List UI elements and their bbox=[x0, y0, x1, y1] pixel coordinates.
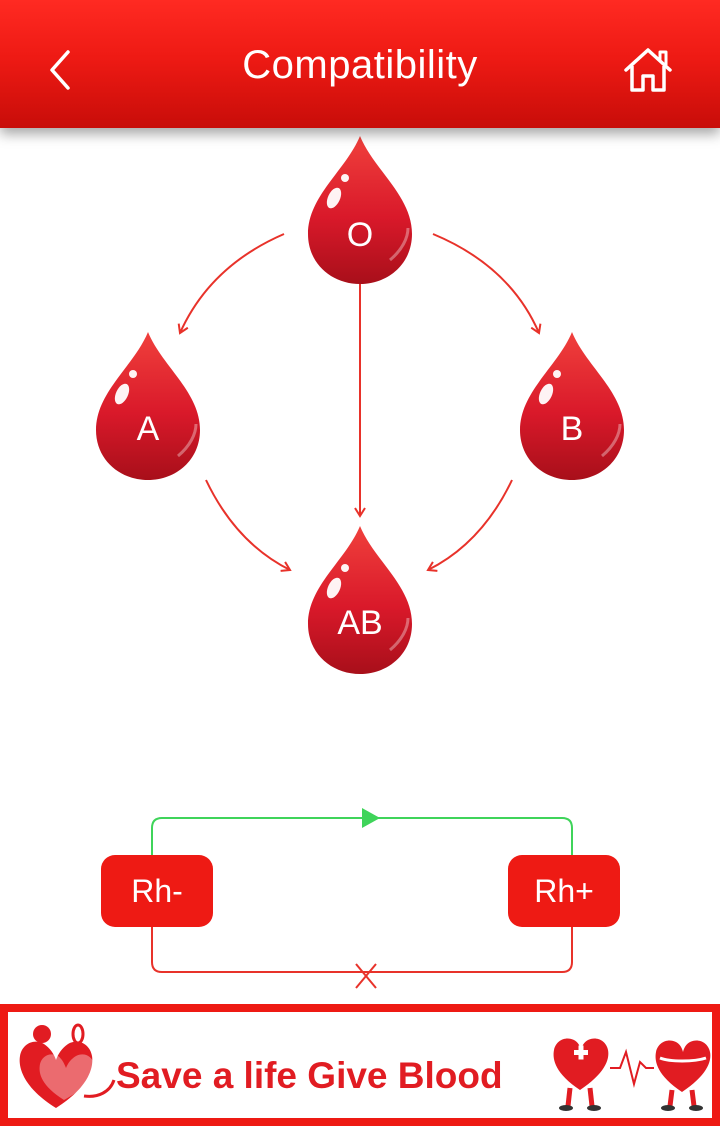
page-title: Compatibility bbox=[242, 43, 478, 87]
green-arrow-icon bbox=[362, 808, 380, 828]
rh-positive-badge: Rh+ bbox=[508, 855, 620, 927]
back-button[interactable] bbox=[32, 40, 92, 100]
rh-compatibility-diagram: Rh- Rh+ bbox=[0, 800, 720, 1000]
home-icon bbox=[624, 48, 672, 92]
blood-drop-ab: AB bbox=[306, 524, 414, 676]
cross-icon bbox=[355, 963, 377, 989]
arrow-b-to-ab bbox=[426, 479, 513, 572]
heart-mascots-icon bbox=[553, 1038, 711, 1111]
blood-drop-b: B bbox=[518, 330, 626, 482]
app-bar: Compatibility bbox=[0, 0, 720, 128]
blood-drop-o: O bbox=[306, 134, 414, 286]
blood-donation-logo-icon bbox=[19, 1023, 116, 1108]
rh-incompatible-line bbox=[151, 927, 573, 973]
home-button[interactable] bbox=[616, 40, 680, 100]
blood-group-ab-label: AB bbox=[337, 604, 382, 642]
blood-type-diagram: O A B AB bbox=[0, 128, 720, 688]
blood-group-a-label: A bbox=[137, 410, 160, 448]
arrow-o-to-a bbox=[177, 233, 285, 335]
chevron-left-icon bbox=[50, 50, 70, 90]
blood-drop-a: A bbox=[94, 330, 202, 482]
blood-group-o-label: O bbox=[347, 216, 373, 254]
banner-inner: Save a life Give Blood bbox=[8, 1012, 712, 1118]
ad-banner[interactable]: Save a life Give Blood bbox=[0, 1004, 720, 1126]
arrow-o-to-b bbox=[432, 233, 542, 335]
banner-text: Save a life Give Blood bbox=[116, 1055, 503, 1096]
rh-negative-badge: Rh- bbox=[101, 855, 213, 927]
arrow-a-to-ab bbox=[205, 479, 292, 572]
blood-group-b-label: B bbox=[561, 410, 584, 448]
